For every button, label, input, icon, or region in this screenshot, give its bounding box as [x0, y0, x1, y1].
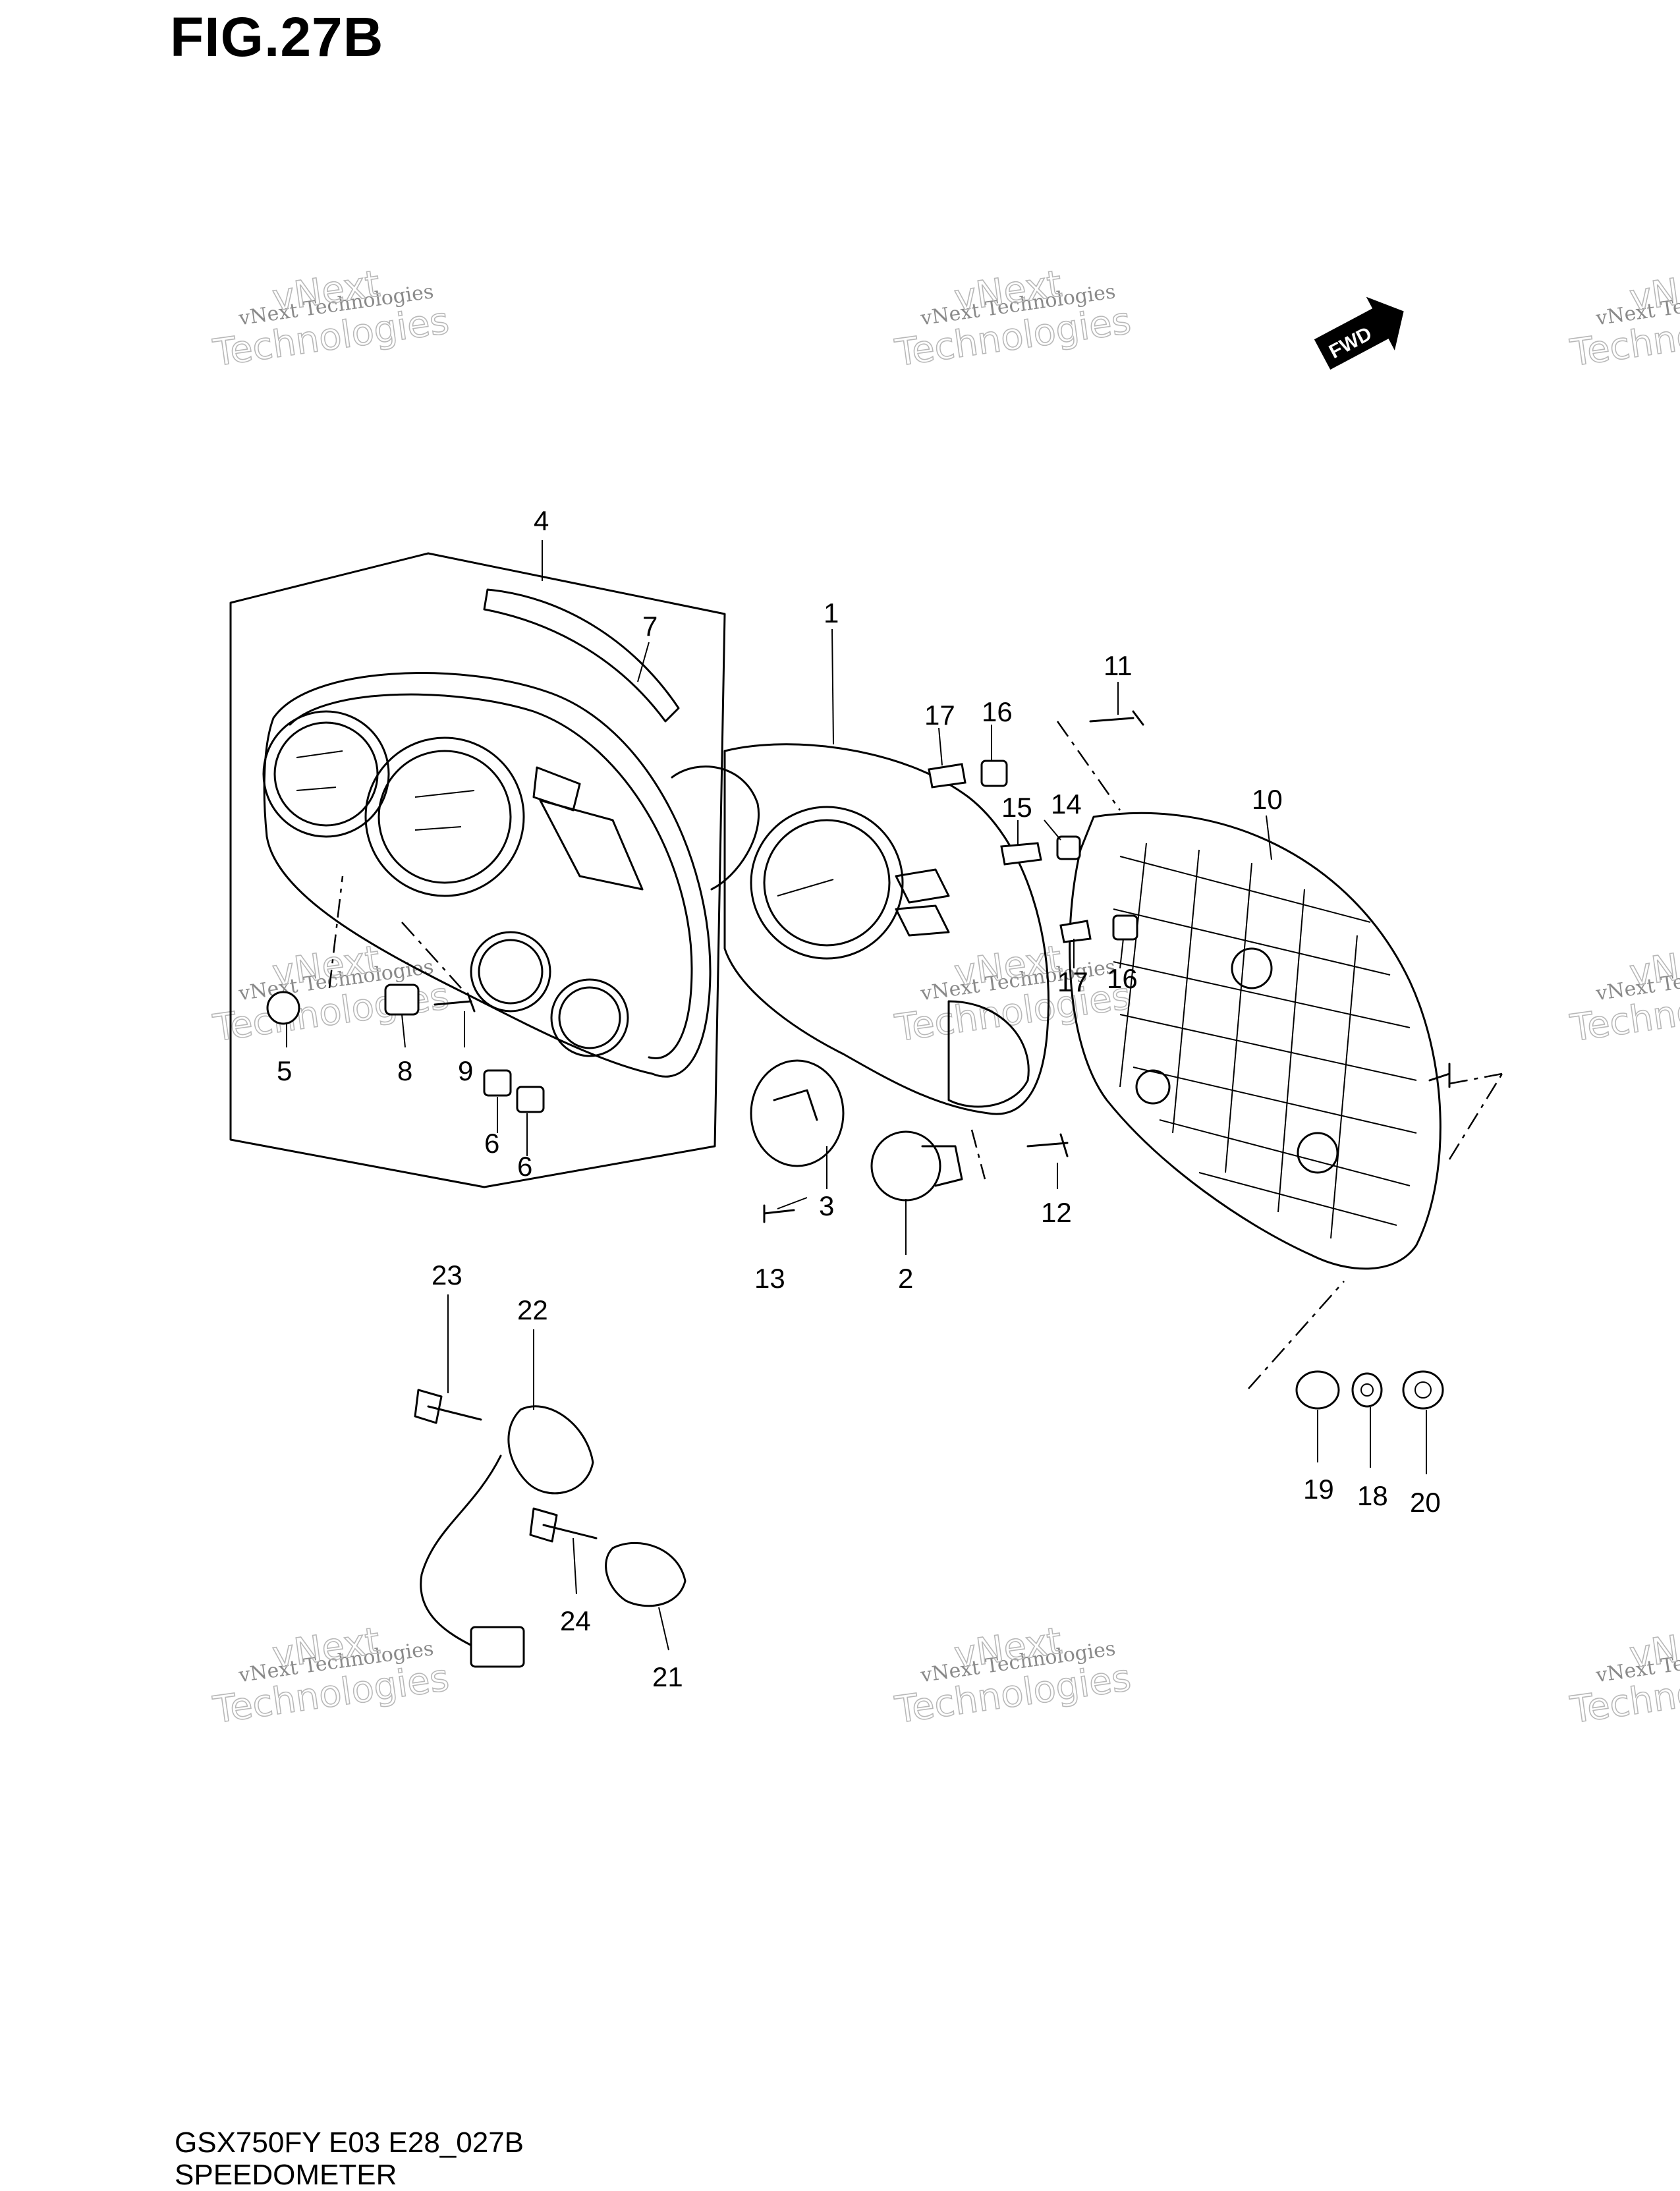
callout-19: 19	[1303, 1474, 1334, 1505]
screw-11	[1089, 710, 1144, 726]
meter-panel	[671, 743, 1050, 1115]
callout-5: 5	[277, 1055, 292, 1086]
callout-6a: 6	[484, 1128, 499, 1159]
socket-14	[1056, 835, 1081, 860]
callout-14: 14	[1051, 789, 1082, 819]
part-5	[266, 991, 300, 1025]
leader-lines	[286, 540, 1503, 1651]
assembly-box-outline	[229, 552, 726, 1188]
bulb-17b	[1059, 920, 1092, 943]
socket-16a	[980, 760, 1008, 787]
callout-24: 24	[560, 1605, 591, 1636]
callout-15: 15	[1001, 792, 1032, 823]
callout-12: 12	[1041, 1197, 1072, 1228]
callout-22: 22	[517, 1294, 548, 1325]
watermark: vNext Technologies vNext Technologies	[891, 1619, 1134, 1733]
callout-4: 4	[534, 505, 549, 536]
watermark: vNext Technologies vNext Technologies	[1567, 262, 1680, 375]
sensor-connector	[470, 1626, 525, 1668]
bulb-socket	[870, 1130, 941, 1202]
screw-9	[434, 992, 476, 1012]
watermark: vNext Technologies vNext Technologies	[210, 262, 452, 375]
watermark: vNext Technologies vNext Technologies	[891, 262, 1134, 375]
sensor-cable	[420, 1455, 502, 1648]
callout-10: 10	[1252, 784, 1283, 815]
callout-1: 1	[824, 597, 839, 628]
watermark: vNext Technologies vNext Technologies	[1567, 1619, 1680, 1733]
section-name: SPEEDOMETER	[175, 2159, 397, 2191]
callout-16b: 16	[1107, 963, 1138, 994]
meter-case-housing	[262, 672, 712, 1078]
bolt-24	[529, 1507, 598, 1543]
watermark: vNext Technologies vNext Technologies	[891, 937, 1134, 1051]
part-6a	[483, 1069, 512, 1097]
callout-8: 8	[397, 1055, 412, 1086]
callout-labels: 4 7 1 17 16 11 10 15 14 17 16 5 8 9 6 6 …	[277, 505, 1441, 1692]
washer-18	[1351, 1372, 1383, 1408]
callout-20: 20	[1410, 1487, 1441, 1518]
screw-13	[763, 1204, 795, 1223]
grommet-19	[1295, 1370, 1340, 1410]
socket-16b	[1112, 914, 1138, 941]
fwd-arrow-icon: FWD	[1314, 296, 1404, 370]
screw-12	[1026, 1133, 1069, 1157]
meter-back-case	[1069, 812, 1451, 1270]
svg-text:vNext: vNext	[1627, 263, 1680, 320]
callout-11: 11	[1104, 650, 1133, 681]
callout-16a: 16	[982, 696, 1013, 727]
part-8	[384, 984, 420, 1016]
grommet-21	[605, 1541, 686, 1607]
watermark-group: vNext Technologies vNext Technologies vN…	[210, 262, 1680, 1733]
callout-2: 2	[898, 1263, 913, 1294]
svg-text:vNext: vNext	[1627, 938, 1680, 995]
model-code: GSX750FY E03 E28_027B	[175, 2126, 524, 2159]
callout-3: 3	[819, 1190, 834, 1221]
callout-9: 9	[458, 1055, 473, 1086]
figure-title: FIG.27B	[170, 6, 384, 68]
callout-6b: 6	[517, 1151, 532, 1182]
callout-17b: 17	[1057, 966, 1088, 997]
bulb-17a	[928, 763, 966, 789]
callout-7: 7	[642, 611, 658, 642]
lens-strip	[483, 588, 680, 723]
callout-18: 18	[1357, 1480, 1388, 1511]
svg-text:vNext: vNext	[1627, 1620, 1680, 1677]
indicator-dial	[750, 1059, 845, 1167]
bolt-23	[414, 1389, 482, 1424]
watermark: vNext Technologies vNext Technologies	[1567, 937, 1680, 1051]
callout-17a: 17	[924, 700, 955, 731]
bulb-15	[1000, 842, 1042, 866]
callout-23: 23	[432, 1260, 462, 1290]
speed-sensor	[507, 1405, 594, 1495]
watermark: vNext Technologies vNext Technologies	[210, 1619, 452, 1733]
small-parts	[266, 710, 1444, 1668]
callout-21: 21	[652, 1661, 683, 1692]
nut-20	[1402, 1370, 1444, 1410]
callout-13: 13	[754, 1263, 785, 1294]
part-6b	[516, 1086, 545, 1113]
